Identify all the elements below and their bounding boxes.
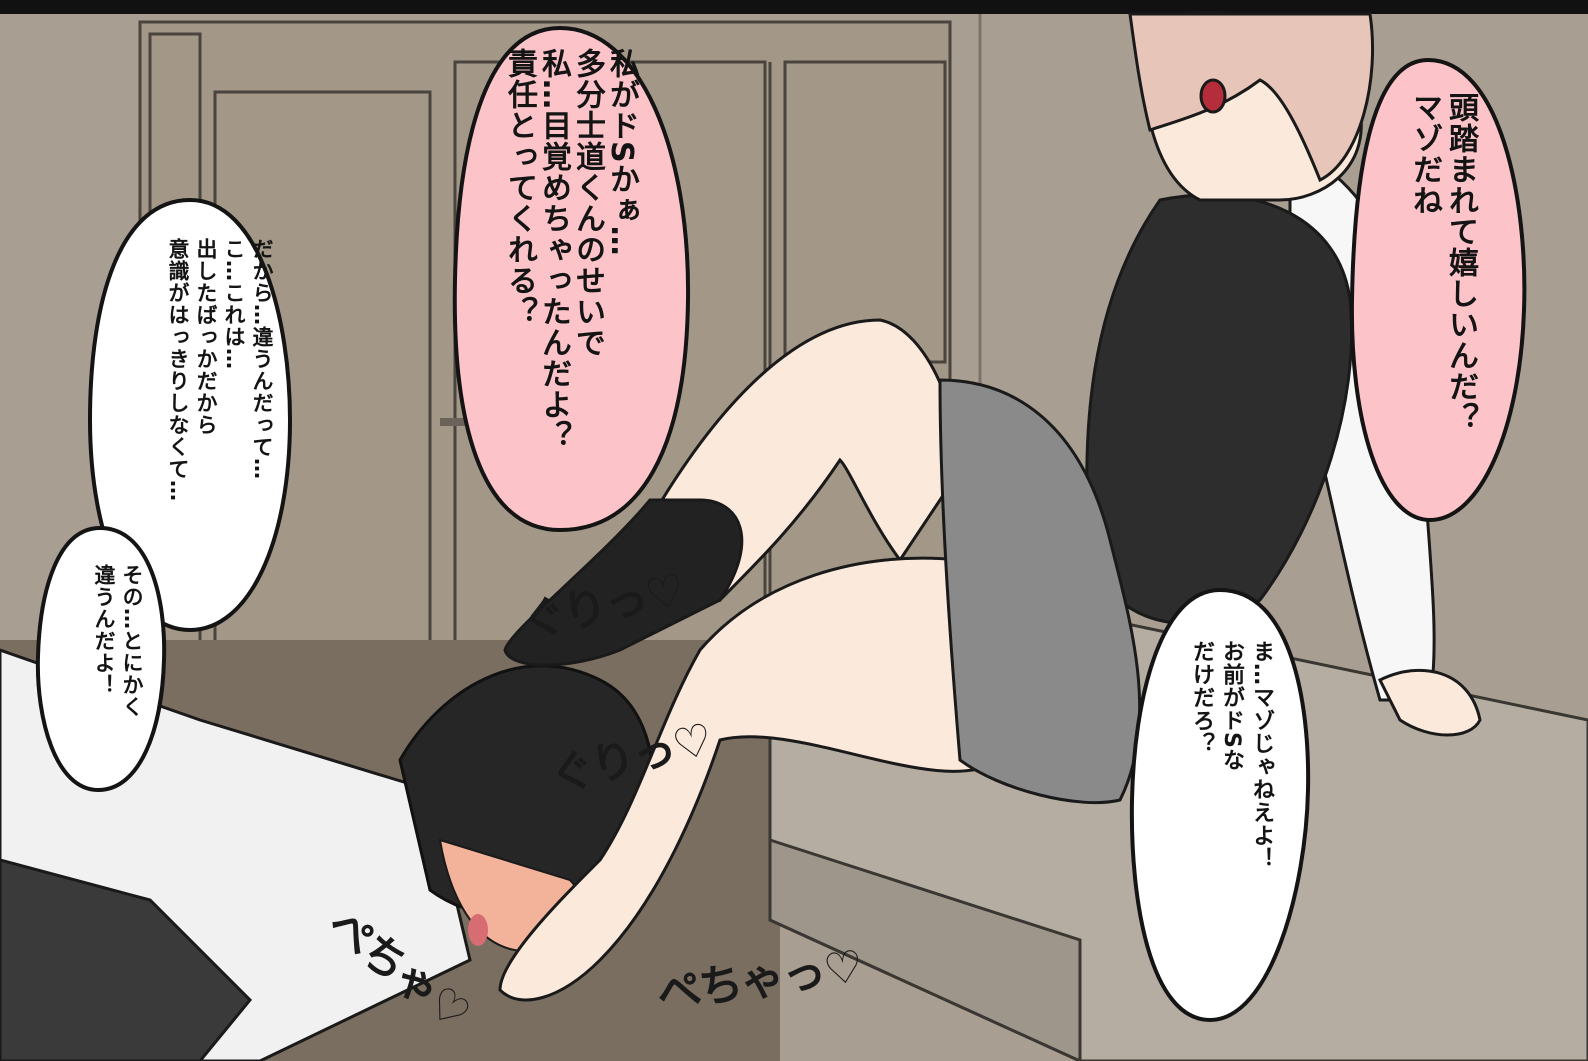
speech-bubble-girl-top: 私がドSかぁ… 多分士道くんのせいで 私…目覚めちゃったんだよ？ 責任とってくれ… — [502, 48, 639, 451]
panel-top-border — [0, 0, 1588, 14]
girl-legs — [498, 318, 1014, 1002]
door-handle — [440, 418, 476, 426]
speech-bubble-boy-left-small: その…とにかく 違うんだよ！ — [92, 564, 144, 718]
bubble-white-right-shape — [1129, 587, 1311, 1023]
bubble-white-left-shape — [87, 197, 293, 633]
bubble-pink-top-shape — [452, 25, 691, 533]
speech-bubble-boy-left: だから…違うんだって… こ…これは… 出したばっかだから 意識がはっきりしなくて… — [166, 238, 274, 502]
bubble-white-left-small-shape — [35, 525, 167, 793]
speech-bubble-boy-right: ま…マゾじゃねえよ！ お前がドSな だけだろ？ — [1189, 640, 1274, 870]
speech-bubble-girl-right: 頭踏まれて嬉しいんだ？ マゾだね — [1407, 92, 1478, 433]
bubble-pink-right-shape — [1349, 57, 1527, 523]
